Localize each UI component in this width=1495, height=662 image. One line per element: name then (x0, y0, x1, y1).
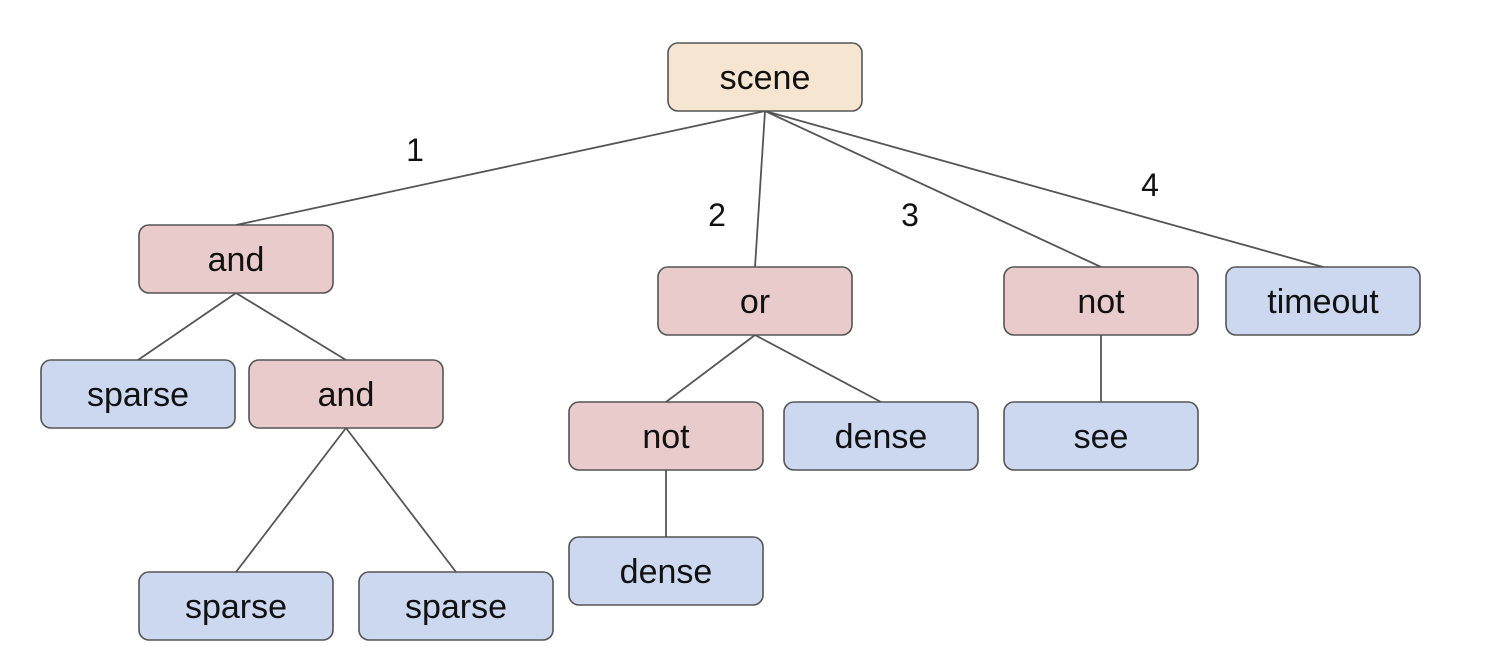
edge-label-1: 1 (406, 132, 424, 168)
node-label-sparse1: sparse (87, 376, 189, 414)
node-label-scene: scene (720, 59, 811, 97)
node-box-or1 (657, 266, 853, 336)
node-box-sparse1 (40, 359, 236, 429)
edge-or1-not1 (665, 334, 756, 403)
node-and2: and (248, 359, 444, 429)
node-and1: and (138, 224, 334, 294)
node-sparse2: sparse (138, 571, 334, 641)
node-sparse3: sparse (358, 571, 554, 641)
edge-and1-and2 (235, 292, 347, 361)
node-label-not2: not (1077, 283, 1125, 321)
node-label-not1: not (642, 418, 690, 456)
edge-label-3: 3 (901, 197, 919, 233)
node-box-and1 (138, 224, 334, 294)
node-label-and2: and (318, 376, 375, 414)
node-see1: see (1003, 401, 1199, 471)
node-label-or1: or (740, 283, 770, 321)
edge-scene-not2 (764, 110, 1102, 268)
node-label-see1: see (1074, 418, 1129, 456)
node-label-sparse3: sparse (405, 588, 507, 626)
node-or1: or (657, 266, 853, 336)
node-dense2: dense (783, 401, 979, 471)
node-scene: scene (667, 42, 863, 112)
edge-and2-sparse2 (235, 427, 347, 573)
edge-scene-and1 (235, 110, 766, 226)
edge-scene-or1 (754, 110, 766, 268)
node-box-not1 (568, 401, 764, 471)
edges-layer (137, 110, 1324, 573)
node-box-timeout1 (1225, 266, 1421, 336)
node-box-and2 (248, 359, 444, 429)
node-timeout1: timeout (1225, 266, 1421, 336)
edge-and1-sparse1 (137, 292, 237, 361)
node-box-dense1 (568, 536, 764, 606)
node-box-scene (667, 42, 863, 112)
node-label-sparse2: sparse (185, 588, 287, 626)
node-box-sparse3 (358, 571, 554, 641)
edge-or1-dense2 (754, 334, 882, 403)
node-not1: not (568, 401, 764, 471)
edge-labels-layer: 1 2 3 4 (406, 132, 1159, 233)
node-dense1: dense (568, 536, 764, 606)
edge-label-4: 4 (1141, 167, 1159, 203)
node-box-not2 (1003, 266, 1199, 336)
node-label-dense2: dense (835, 418, 928, 456)
node-box-sparse2 (138, 571, 334, 641)
node-not2: not (1003, 266, 1199, 336)
node-label-timeout1: timeout (1267, 283, 1379, 321)
edge-scene-timeout1 (764, 110, 1324, 268)
edge-label-2: 2 (708, 197, 726, 233)
node-box-see1 (1003, 401, 1199, 471)
node-label-and1: and (208, 241, 265, 279)
node-sparse1: sparse (40, 359, 236, 429)
node-box-dense2 (783, 401, 979, 471)
edge-and2-sparse3 (345, 427, 457, 573)
nodes-layer: scene and sparse and sparse sparse or not dense d… (40, 42, 1421, 641)
node-label-dense1: dense (620, 553, 713, 591)
